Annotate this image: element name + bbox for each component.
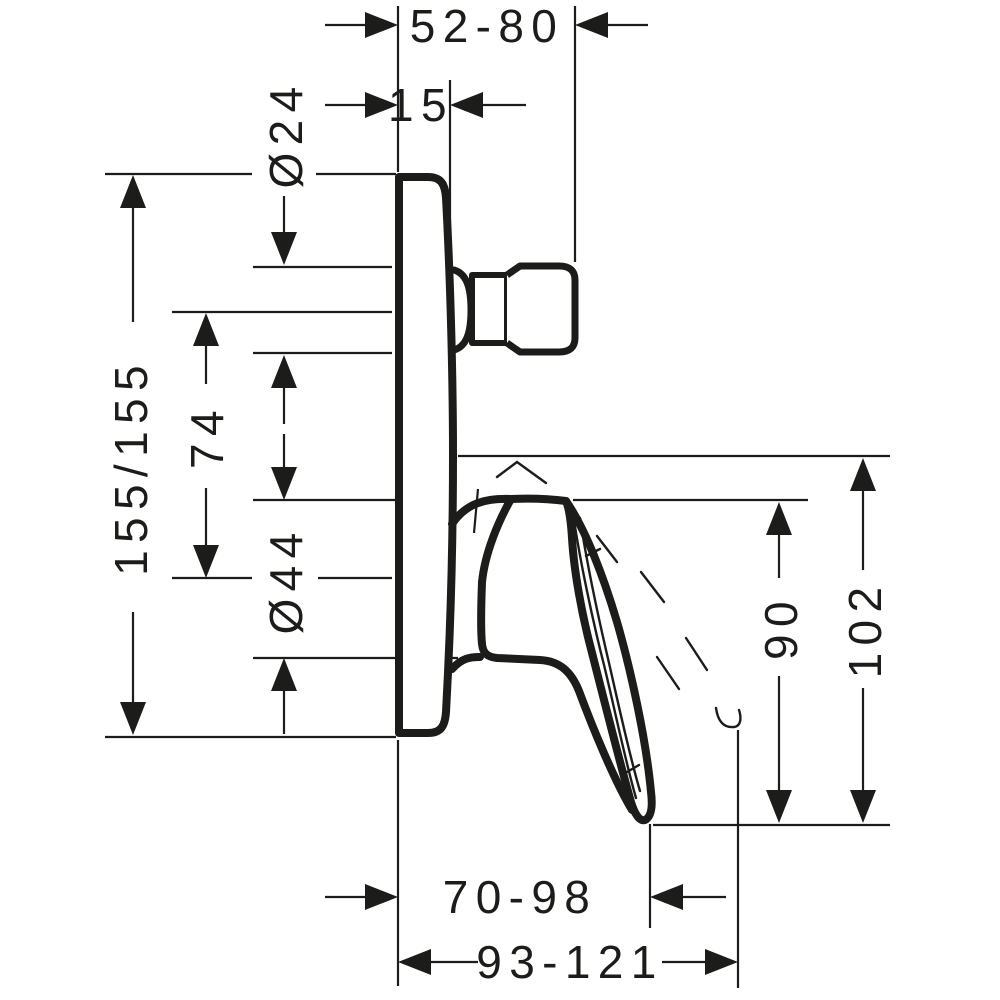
dimension-label-plate-height: 155/155 [105,358,157,576]
lever-handle [448,488,656,825]
extension-lines [105,6,890,988]
collar-centre-tick [472,488,480,534]
dimension-label-spout-diameter: Ø24 [260,79,312,189]
dimension-label-handle-projection: 70-98 [442,871,598,923]
dimension-label-projection-depth: 52-80 [409,0,565,52]
escutcheon-plate [395,173,457,737]
dimension-label-handle-height: 90 [755,594,807,660]
dimension-lines [131,23,865,964]
dimension-label-handle-overall-height: 102 [839,579,891,679]
dimension-label-plate-thickness: 15 [388,79,454,131]
handle-swing-ghost-outline [495,460,742,729]
spout-knob [450,262,579,356]
dimension-label-handle-base-diameter: Ø44 [260,525,312,635]
dimension-arrows [120,12,876,975]
dimension-label-centre-distance: 74 [181,403,233,469]
dimension-label-handle-projection-max: 93-121 [476,936,664,988]
